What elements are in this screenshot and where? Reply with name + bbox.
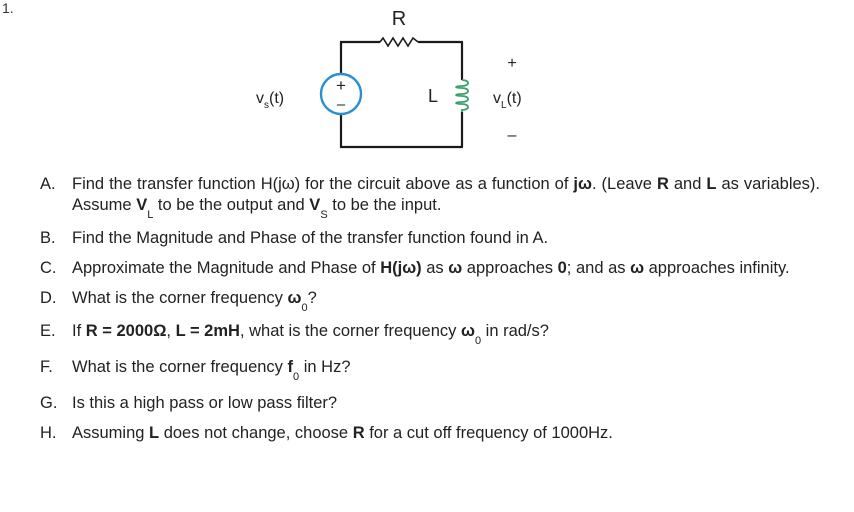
question-letter: C. (40, 259, 57, 277)
math-r-value: R = 2000Ω (85, 322, 167, 340)
resistor-label: R (392, 8, 406, 30)
source-label-arg: (t) (269, 90, 284, 107)
voltage-source-symbol (319, 72, 363, 116)
source-label-sub: s (264, 100, 269, 111)
output-label: vL(t) (493, 90, 522, 111)
math-omega: ω (460, 322, 475, 340)
math-omega: ω (448, 259, 463, 277)
question-c: C. Approximate the Magnitude and Phase o… (40, 258, 820, 279)
math-v-out: V (136, 196, 148, 214)
text-run: , what is the corner frequency (239, 322, 461, 340)
question-text: What is the corner frequency ω0? (72, 288, 820, 314)
math-l-value: L = 2mH (175, 322, 240, 340)
question-letter: H. (40, 424, 57, 442)
problem-number: 1. (2, 0, 14, 16)
question-f: F. What is the corner frequency f0 in Hz… (40, 357, 820, 383)
text-run: ; and as (566, 259, 631, 277)
math-l: L (706, 175, 717, 193)
question-list: A. Find the transfer function H(jω) for … (40, 174, 820, 444)
text-run: in rad/s? (481, 322, 549, 340)
question-text: If R = 2000Ω, L = 2mH, what is the corne… (72, 321, 820, 347)
output-label-arg: (t) (507, 90, 522, 107)
output-minus: – (508, 127, 517, 144)
question-text: Find the Magnitude and Phase of the tran… (72, 229, 549, 247)
output-label-v: v (493, 90, 501, 107)
question-d: D. What is the corner frequency ω0? (40, 288, 820, 314)
math-f: f (287, 358, 294, 376)
source-minus: – (337, 96, 346, 113)
text-run: . (Leave (591, 175, 657, 193)
output-label-sub: L (501, 100, 507, 111)
math-omega: ω (630, 259, 645, 277)
text-run: approaches infinity. (644, 259, 790, 277)
question-letter: B. (40, 229, 56, 247)
text-run: What is the corner frequency (72, 289, 288, 307)
question-text: Is this a high pass or low pass filter? (72, 394, 338, 412)
question-text: Approximate the Magnitude and Phase of H… (72, 258, 820, 279)
question-text: Find the transfer function H(jω) for the… (72, 174, 820, 221)
math-v-out-sub: L (147, 209, 154, 221)
text-run: ? (307, 289, 317, 307)
text-run: in Hz? (299, 358, 351, 376)
math-r: R (352, 424, 365, 442)
text-run: If (72, 322, 86, 340)
math-r: R (656, 175, 669, 193)
math-v-in: V (309, 196, 321, 214)
text-run: What is the corner frequency (72, 358, 288, 376)
text-run: as (421, 259, 449, 277)
inductor-symbol (455, 79, 469, 112)
question-letter: E. (40, 322, 56, 340)
math-v-in-sub: S (320, 209, 328, 221)
math-hjw: H(jω) (380, 259, 422, 277)
circuit-diagram: R L + – vs(t) + vL(t) – (256, 8, 522, 149)
text-run: Assuming (72, 424, 150, 442)
math-jw: jω (573, 175, 592, 193)
math-zero: 0 (557, 259, 567, 277)
source-label-v: v (256, 90, 264, 107)
question-letter: F. (40, 358, 53, 376)
circuit-wires (339, 40, 464, 149)
question-b: B. Find the Magnitude and Phase of the t… (40, 228, 820, 249)
text-run: as variables). Assume (72, 175, 820, 214)
text-run: Find the transfer function H(jω) for the… (72, 175, 574, 193)
text-run: approaches (462, 259, 558, 277)
resistor-symbol (379, 36, 419, 48)
text-run: and (668, 175, 707, 193)
question-h: H. Assuming L does not change, choose R … (40, 423, 820, 444)
inductor-label: L (428, 86, 438, 106)
math-f-sub: 0 (293, 371, 300, 383)
question-letter: G. (40, 394, 58, 412)
text-run: does not change, choose (159, 424, 353, 442)
text-run: for a cut off frequency of 1000Hz. (364, 424, 613, 442)
text-run: to be the input. (327, 196, 442, 214)
source-plus: + (336, 76, 346, 95)
source-label: vs(t) (256, 90, 284, 111)
question-g: G. Is this a high pass or low pass filte… (40, 393, 820, 414)
text-run: Approximate the Magnitude and Phase of (72, 259, 381, 277)
text-run: to be the output and (153, 196, 310, 214)
math-omega: ω (287, 289, 302, 307)
question-letter: D. (40, 289, 57, 307)
math-omega-sub: 0 (301, 302, 308, 314)
math-omega-sub: 0 (474, 335, 482, 347)
question-e: E. If R = 2000Ω, L = 2mH, what is the co… (40, 321, 820, 347)
question-letter: A. (40, 175, 56, 193)
question-text: What is the corner frequency f0 in Hz? (72, 357, 820, 383)
question-text: Assuming L does not change, choose R for… (72, 423, 820, 444)
text-run: , (166, 322, 176, 340)
question-a: A. Find the transfer function H(jω) for … (40, 174, 820, 221)
output-plus: + (507, 55, 516, 72)
math-l: L (149, 424, 160, 442)
